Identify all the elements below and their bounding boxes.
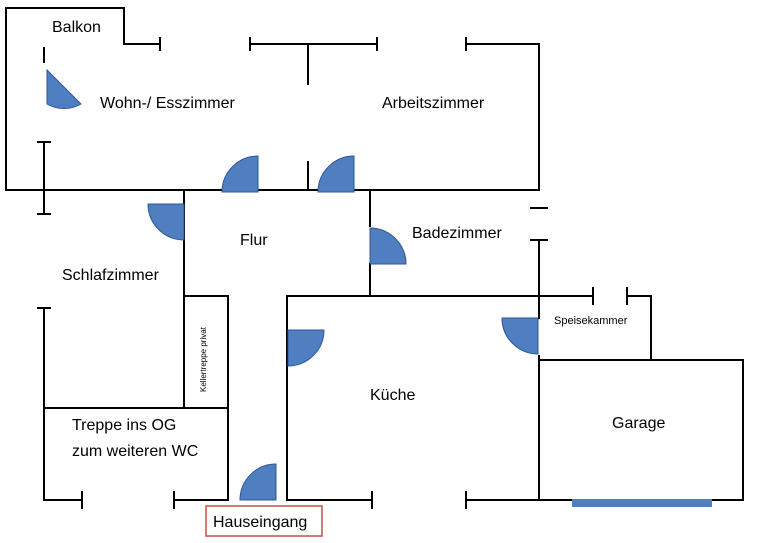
label-badezimmer: Badezimmer — [412, 225, 502, 242]
door-kueche — [287, 329, 325, 367]
door-wohnzimmer — [221, 155, 259, 193]
doors — [46, 68, 539, 501]
label-flur: Flur — [240, 232, 268, 249]
door-speisekammer — [501, 317, 539, 355]
entrance-label-box: Hauseingang — [205, 505, 323, 537]
entrance-box — [205, 505, 323, 537]
wall-balkon — [5, 7, 161, 191]
garage-door — [572, 499, 712, 507]
label-treppe-line1: Treppe ins OG — [72, 417, 176, 434]
label-speisekammer: Speisekammer — [554, 315, 628, 327]
door-hauseingang — [239, 463, 277, 501]
label-garage: Garage — [612, 415, 665, 432]
label-hauseingang: Hauseingang — [213, 514, 307, 531]
door-balkon — [46, 68, 82, 110]
wall-top-right — [465, 43, 540, 191]
label-treppe-line2: zum weiteren WC — [72, 443, 198, 460]
label-schlafzimmer: Schlafzimmer — [62, 267, 160, 284]
wall-kueche-top — [286, 295, 594, 501]
wall-speise-right — [626, 295, 652, 361]
door-schlafzimmer — [147, 203, 185, 241]
label-kellertreppe: Kellertreppe privat — [199, 326, 208, 392]
door-badezimmer — [369, 227, 407, 265]
label-arbeitszimmer: Arbeitszimmer — [382, 95, 485, 112]
label-kueche: Küche — [370, 387, 415, 404]
label-balkon: Balkon — [52, 19, 101, 36]
room-labels: Balkon Wohn-/ Esszimmer Arbeitszimmer Fl… — [52, 19, 665, 460]
door-arbeitszimmer — [317, 155, 355, 193]
label-wohnzimmer: Wohn-/ Esszimmer — [100, 95, 236, 112]
